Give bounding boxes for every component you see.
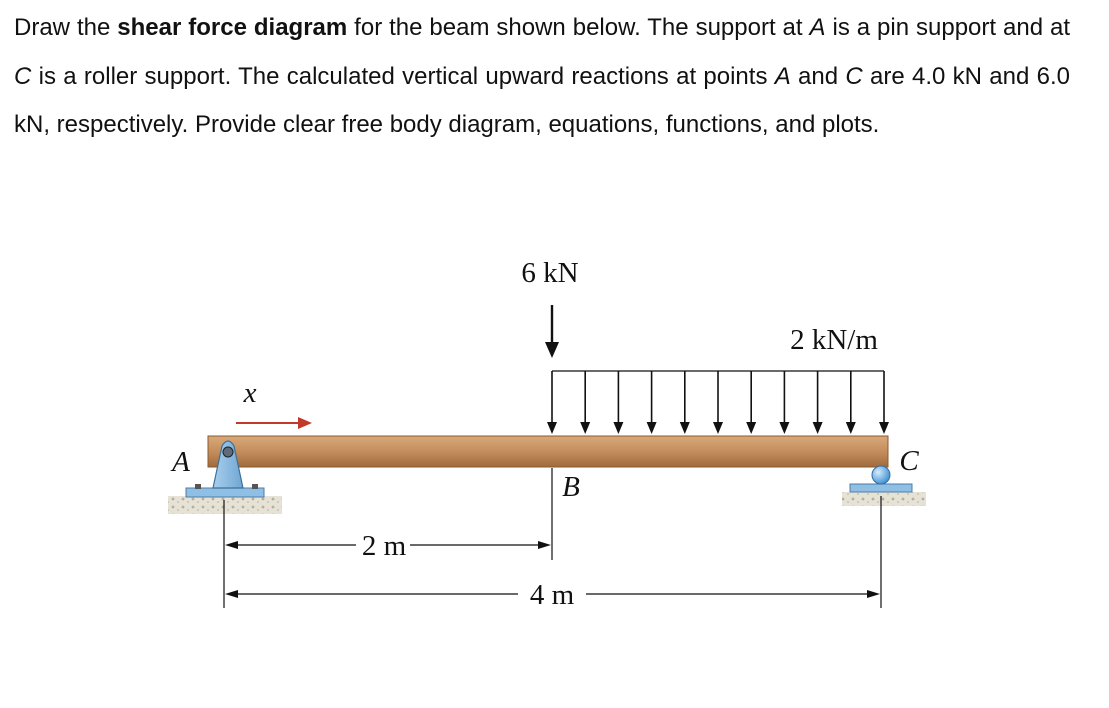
problem-point-a-2: A: [774, 62, 791, 90]
distributed-load-label: 2 kN/m: [790, 324, 878, 356]
problem-point-c-2: C: [845, 62, 863, 90]
distributed-load-arrow: [679, 371, 690, 434]
roller-support-c: [842, 465, 926, 506]
distributed-load-arrow: [746, 371, 757, 434]
dimension-ab-label: 2 m: [362, 530, 407, 562]
point-load-arrow: [545, 305, 559, 358]
x-coordinate-label: x: [243, 377, 257, 409]
problem-statement: Draw the shear force diagram for the bea…: [14, 4, 1070, 150]
beam: [207, 435, 889, 468]
problem-text-and: and: [790, 62, 846, 90]
distributed-load-arrow: [713, 371, 723, 434]
distributed-load-arrow: [646, 371, 657, 434]
dimension-ab: [223, 500, 551, 608]
problem-text-intro: Draw the: [14, 14, 118, 41]
dimension-ac-label: 4 m: [530, 579, 575, 611]
problem-text-1: for the beam shown below. The support at: [347, 14, 810, 41]
distributed-load-arrow: [812, 371, 823, 434]
x-direction-arrow: [236, 417, 312, 429]
distributed-load-arrow: [613, 371, 624, 434]
problem-point-a: A: [809, 14, 826, 41]
pin-support-a: [168, 440, 282, 514]
distributed-load: [547, 370, 889, 434]
problem-text-4: are 4.0 kN and 6.0 kN, respectively. Pro…: [14, 62, 1070, 139]
label-c: C: [899, 445, 919, 477]
distributed-load-arrow: [580, 371, 591, 434]
point-load-label: 6 kN: [521, 257, 578, 289]
distributed-load-arrow: [879, 371, 889, 434]
problem-point-c: C: [14, 62, 32, 90]
problem-text-3: is a roller support. The calculated vert…: [31, 62, 775, 90]
problem-text-bold: shear force diagram: [117, 14, 348, 41]
distributed-load-arrow: [779, 371, 790, 434]
distributed-load-arrow: [845, 371, 856, 434]
label-a: A: [170, 446, 190, 478]
problem-text-2: is a pin support and at: [825, 14, 1071, 41]
label-b: B: [562, 471, 580, 503]
distributed-load-arrow: [547, 371, 557, 434]
dimension-ac: [225, 496, 882, 608]
